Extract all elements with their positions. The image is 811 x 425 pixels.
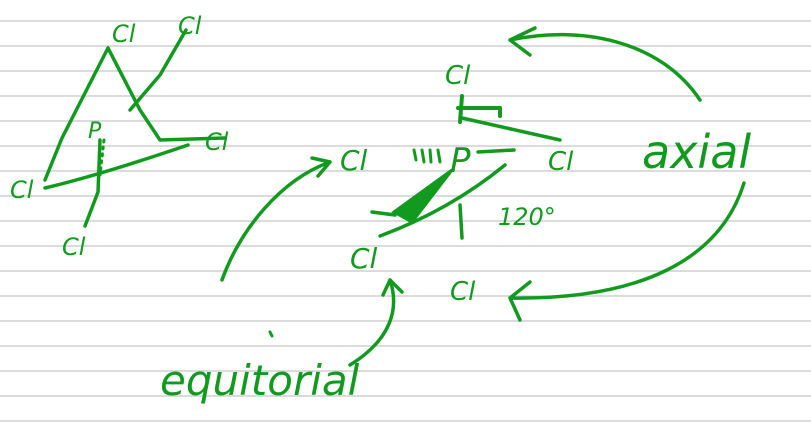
- right-cl-equatorial-left: Cl: [340, 144, 368, 177]
- right-cl-equatorial-right: Cl: [548, 147, 574, 177]
- left-center-p: P: [88, 119, 102, 144]
- equatorial-label: equitorial: [160, 356, 360, 405]
- equatorial-tick: [268, 330, 274, 338]
- equatorial-bond-right: [460, 116, 562, 154]
- left-cl-top2: Cl: [178, 12, 202, 40]
- axial-label: axial: [642, 125, 751, 179]
- right-cl-equatorial-bottom: Cl: [350, 242, 378, 275]
- left-cl-bottom: Cl: [62, 233, 86, 261]
- left-cl-top1: Cl: [112, 20, 136, 48]
- ruled-lines: [0, 20, 811, 422]
- equatorial-arrow-bottom: [348, 278, 404, 367]
- axial-arrow-top: [508, 26, 702, 102]
- equatorial-arrow-left: [220, 156, 332, 282]
- left-cl-right: Cl: [205, 128, 229, 156]
- axial-arrows: [508, 26, 746, 322]
- equatorial-arrows: [220, 156, 404, 367]
- hashed-bond-left: [412, 148, 442, 164]
- right-cl-top-axial: Cl: [445, 61, 471, 91]
- right-trigonal-bipyramid: [370, 94, 562, 240]
- angle-120-label: 120°: [498, 203, 556, 231]
- left-dashed-bond: [98, 138, 106, 177]
- left-bond-lines: [43, 28, 227, 228]
- right-center-p: P: [450, 141, 471, 181]
- left-trigonal-bipyramid: [43, 28, 227, 228]
- equatorial-arc: [370, 163, 507, 240]
- left-cl-left: Cl: [10, 176, 34, 204]
- right-cl-bottom-axial: Cl: [450, 277, 476, 307]
- axial-arrow-bottom: [508, 181, 746, 322]
- wedge-bond-bottom: [391, 168, 454, 224]
